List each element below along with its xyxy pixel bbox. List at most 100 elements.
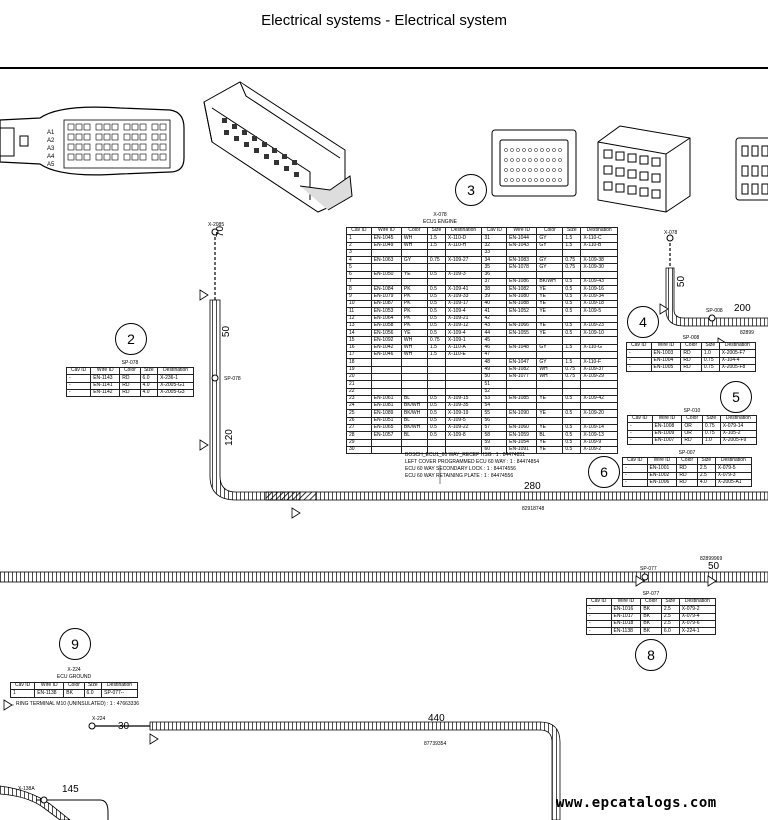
table-cell: RD: [119, 388, 141, 398]
table-cell: 3: [346, 248, 372, 258]
table-cell: EN-1083: [506, 256, 538, 265]
table-cell: GY: [536, 256, 564, 265]
pin-a4: A4: [47, 154, 55, 160]
table-cell: [580, 380, 618, 389]
table-cell: [426, 372, 446, 382]
table-cell: OR: [681, 429, 703, 438]
table-cell: X-110-B: [580, 241, 618, 250]
table-cell: 51: [481, 380, 508, 389]
table-cell: X-2005-F7: [718, 349, 757, 358]
table-cell: X-110-D: [444, 234, 483, 243]
center-connector: [491, 129, 577, 197]
table-cell: BL: [400, 416, 428, 426]
callout-9: 9: [59, 628, 91, 660]
table-cell: 10: [346, 299, 372, 309]
table-cell: [506, 351, 538, 360]
part-87739354: 87739354: [424, 741, 447, 747]
pin-a2: A2: [47, 138, 55, 144]
table-cell: X-109-3: [444, 270, 483, 280]
table-cell: 0.5: [562, 307, 582, 316]
length-280: 280: [524, 481, 541, 492]
table-cell: 21: [346, 380, 372, 389]
table-cell: EN-1138: [34, 689, 65, 698]
table-cell: EN-1085: [506, 394, 538, 404]
table-cell: BL: [536, 431, 564, 440]
pin-a1: A1: [47, 130, 55, 136]
table-cell: 58: [481, 431, 508, 440]
table-cell: PK: [400, 285, 428, 294]
left-connector-cells: [67, 123, 167, 161]
table-cell: 2.5: [660, 605, 680, 614]
table-cell: X-110-H: [444, 241, 483, 250]
sp077-title: SP-077: [642, 591, 660, 597]
table-cell: BK: [63, 689, 85, 698]
table-cell: 0.75: [426, 256, 446, 265]
ecu-note-1: BOSCH_ECU1_60 WAY_RECEP HSG : 1 : 844748…: [405, 452, 525, 458]
table-cell: 4.0: [696, 478, 716, 488]
table-cell: 1.0: [700, 349, 720, 358]
column-header: Cav ID: [626, 341, 652, 351]
table-cell: [426, 380, 446, 389]
ecu-name: ECU1 ENGINE: [423, 219, 457, 225]
table-cell: BK/WH: [400, 409, 428, 418]
table-cell: YE: [400, 270, 428, 280]
table-cell: PK: [400, 299, 428, 309]
column-header: Wire ID: [651, 414, 683, 424]
pin-a3: A3: [47, 146, 55, 152]
table-cell: X-2005-G3: [157, 388, 194, 398]
column-header: Destination: [444, 226, 483, 236]
table-cell: 1.5: [562, 234, 582, 243]
table-cell: X-079-3: [714, 471, 753, 480]
table-cell: 0.5: [562, 431, 582, 440]
table-cell: BK: [640, 605, 662, 614]
table-cell: 0.5: [562, 409, 582, 418]
table-cell: X-109-13: [580, 431, 618, 440]
table-cell: 0.75: [562, 365, 582, 374]
callout-8: 8: [635, 639, 667, 671]
table-cell: X-079-2: [678, 605, 717, 614]
harness-main-horizontal: [0, 571, 768, 583]
table-cell: X-109-22: [444, 423, 483, 433]
table-cell: X-109-4: [444, 329, 483, 338]
table-cell: -: [627, 436, 653, 446]
table-cell: [580, 416, 618, 426]
table-cell: 0.75: [562, 372, 582, 382]
length-70: 70: [215, 225, 227, 238]
table-cell: X-105-2: [719, 429, 758, 438]
table-cell: 43: [481, 321, 508, 331]
table-cell: [536, 248, 564, 258]
column-header: Destination: [678, 597, 717, 607]
table-cell: EN-1007: [651, 436, 683, 446]
table-cell: 0.5: [562, 299, 582, 309]
column-header: Color: [640, 597, 662, 607]
table-cell: 0.5: [426, 292, 446, 301]
table-cell: EN-1055: [506, 329, 538, 338]
table-cell: [426, 248, 446, 258]
table-cell: YE: [536, 438, 564, 447]
table-cell: [370, 248, 402, 258]
column-header: Wire ID: [610, 597, 642, 607]
table-cell: X-109-30: [580, 263, 618, 272]
table-cell: EN-1005: [650, 363, 682, 373]
table-cell: [580, 248, 618, 258]
table-cell: 0.75: [562, 263, 582, 272]
length-50-left: 50: [221, 325, 233, 338]
table-cell: RD: [119, 381, 141, 390]
leader-lines: [12, 465, 441, 706]
table-cell: EN-1056: [370, 329, 402, 338]
table-cell: 0.5: [562, 423, 582, 433]
column-header: Wire ID: [34, 681, 65, 691]
